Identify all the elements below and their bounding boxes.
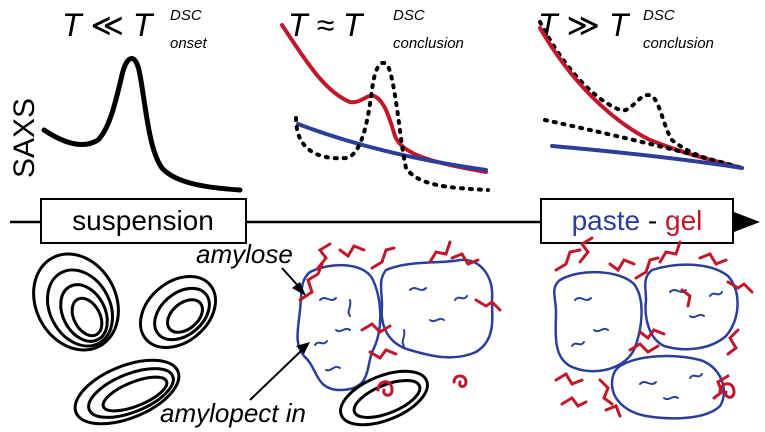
gel-granule-3 bbox=[610, 354, 726, 420]
saxs-curve-middle-dotted bbox=[294, 60, 490, 192]
title-right: T ≫ T DSC conclusion bbox=[538, 7, 714, 52]
granule-1 bbox=[32, 252, 120, 352]
amylose-pointer-head bbox=[292, 282, 306, 296]
title-left: T ≪ T DSC onset bbox=[62, 7, 208, 52]
paste-gel-separator: - bbox=[640, 205, 665, 236]
title-right-sub: conclusion bbox=[643, 35, 714, 52]
saxs-curve-left bbox=[41, 56, 243, 193]
gel-label: gel bbox=[665, 205, 702, 236]
saxs-curve-middle-blue bbox=[296, 122, 488, 172]
title-middle-sup: DSC bbox=[393, 7, 425, 24]
saxs-curve-right-blue bbox=[550, 144, 744, 170]
granule-3 bbox=[73, 358, 181, 426]
title-middle-sub: conclusion bbox=[393, 35, 464, 52]
saxs-curve-right-red bbox=[538, 26, 744, 170]
title-right-main: T ≫ T bbox=[538, 7, 631, 43]
gel-granule-2 bbox=[644, 263, 739, 351]
title-left-sup: DSC bbox=[170, 7, 202, 24]
amylopectin-pointer-head bbox=[296, 342, 310, 354]
temperature-arrow-head bbox=[734, 212, 760, 232]
amylopectin-pointer bbox=[249, 349, 303, 401]
gel-granule-1 bbox=[553, 270, 643, 373]
granule-2 bbox=[138, 275, 218, 349]
title-right-sup: DSC bbox=[643, 7, 675, 24]
swollen-granule-2 bbox=[379, 258, 494, 359]
title-left-sub: onset bbox=[170, 35, 208, 52]
amylose-chains-gel bbox=[554, 236, 754, 418]
saxs-curve-middle-red bbox=[280, 23, 488, 174]
paste-gel-box: paste - gel bbox=[540, 198, 734, 244]
paste-label: paste bbox=[572, 205, 641, 236]
amylopectin-label: amylopect in bbox=[160, 398, 306, 428]
amylose-chains-middle bbox=[298, 240, 502, 397]
suspension-box: suspension bbox=[40, 198, 247, 244]
title-middle: T ≈ T DSC conclusion bbox=[288, 7, 464, 52]
saxs-curve-right-dotted-lower bbox=[543, 118, 744, 170]
suspension-label: suspension bbox=[72, 205, 214, 236]
paste-gel-label: paste - gel bbox=[572, 205, 703, 236]
saxs-curve-right-dotted bbox=[538, 20, 744, 170]
residual-granule bbox=[339, 369, 429, 427]
title-middle-main: T ≈ T bbox=[288, 7, 365, 43]
amylose-label: amylose bbox=[196, 239, 293, 269]
swollen-granule-1 bbox=[296, 263, 382, 392]
saxs-axis-label: SAXS bbox=[8, 98, 41, 178]
title-left-main: T ≪ T bbox=[62, 7, 155, 43]
